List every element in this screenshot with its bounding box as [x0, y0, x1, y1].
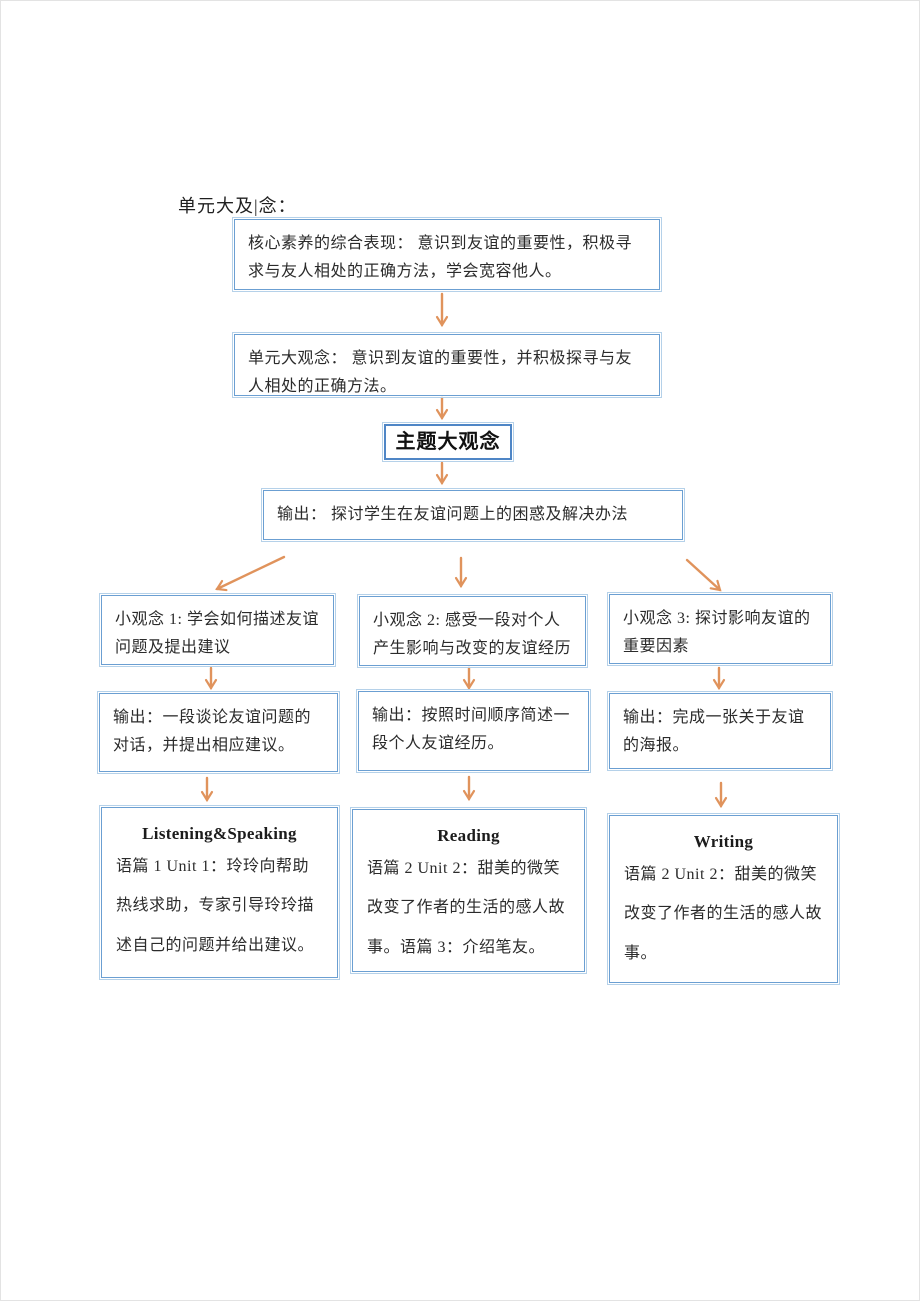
page-heading: 单元大及|念：	[178, 196, 297, 216]
sub-concept-1-box: 小观念 1: 学会如何描述友谊问题及提出建议	[99, 593, 336, 667]
reading-title: Reading	[437, 826, 500, 845]
unit-big-idea-text: 单元大观念： 意识到友谊的重要性，并积极探寻与友人相处的正确方法。	[248, 350, 633, 395]
core-competency-box: 核心素养的综合表现： 意识到友谊的重要性，积极寻求与友人相处的正确方法，学会宽容…	[232, 217, 662, 292]
sub-concept-2-box: 小观念 2: 感受一段对个人产生影响与改变的友谊经历	[357, 594, 588, 668]
listening-speaking-box: Listening&Speaking 语篇 1 Unit 1：玲玲向帮助热线求助…	[99, 805, 340, 980]
theme-big-idea-text: 主题大观念	[395, 430, 501, 453]
output-2-box: 输出：按照时间顺序简述一段个人友谊经历。	[356, 689, 591, 773]
sub-concept-3-text: 小观念 3: 探讨影响友谊的重要因素	[623, 610, 811, 655]
main-output-text: 输出： 探讨学生在友谊问题上的困惑及解决办法	[277, 506, 629, 524]
listening-speaking-body: 语篇 1 Unit 1：玲玲向帮助热线求助，专家引导玲玲描述自己的问题并给出建议…	[116, 858, 315, 954]
core-competency-text: 核心素养的综合表现： 意识到友谊的重要性，积极寻求与友人相处的正确方法，学会宽容…	[248, 235, 633, 280]
writing-title: Writing	[693, 832, 754, 851]
theme-big-idea-box: 主题大观念	[382, 422, 514, 462]
arrow-output-to-concept1	[215, 555, 286, 592]
arrow-output-to-concept3	[685, 558, 722, 592]
writing-box: Writing 语篇 2 Unit 2：甜美的微笑改变了作者的生活的感人故事。	[607, 813, 840, 985]
output-2-text: 输出：按照时间顺序简述一段个人友谊经历。	[372, 707, 571, 752]
unit-big-idea-box: 单元大观念： 意识到友谊的重要性，并积极探寻与友人相处的正确方法。	[232, 332, 662, 398]
sub-concept-3-box: 小观念 3: 探讨影响友谊的重要因素	[607, 592, 833, 666]
reading-body: 语篇 2 Unit 2：甜美的微笑改变了作者的生活的感人故事。语篇 3：介绍笔友…	[367, 860, 566, 956]
output-3-box: 输出：完成一张关于友谊的海报。	[607, 691, 833, 771]
main-output-box: 输出： 探讨学生在友谊问题上的困惑及解决办法	[261, 488, 685, 542]
sub-concept-2-text: 小观念 2: 感受一段对个人产生影响与改变的友谊经历	[373, 612, 572, 657]
output-1-text: 输出：一段谈论友谊问题的对话，并提出相应建议。	[113, 709, 312, 754]
output-1-box: 输出：一段谈论友谊问题的对话，并提出相应建议。	[97, 691, 340, 774]
output-3-text: 输出：完成一张关于友谊的海报。	[623, 709, 805, 754]
listening-speaking-title: Listening&Speaking	[142, 824, 297, 843]
sub-concept-1-text: 小观念 1: 学会如何描述友谊问题及提出建议	[115, 611, 319, 656]
reading-box: Reading 语篇 2 Unit 2：甜美的微笑改变了作者的生活的感人故事。语…	[350, 807, 587, 974]
writing-body: 语篇 2 Unit 2：甜美的微笑改变了作者的生活的感人故事。	[624, 866, 823, 962]
